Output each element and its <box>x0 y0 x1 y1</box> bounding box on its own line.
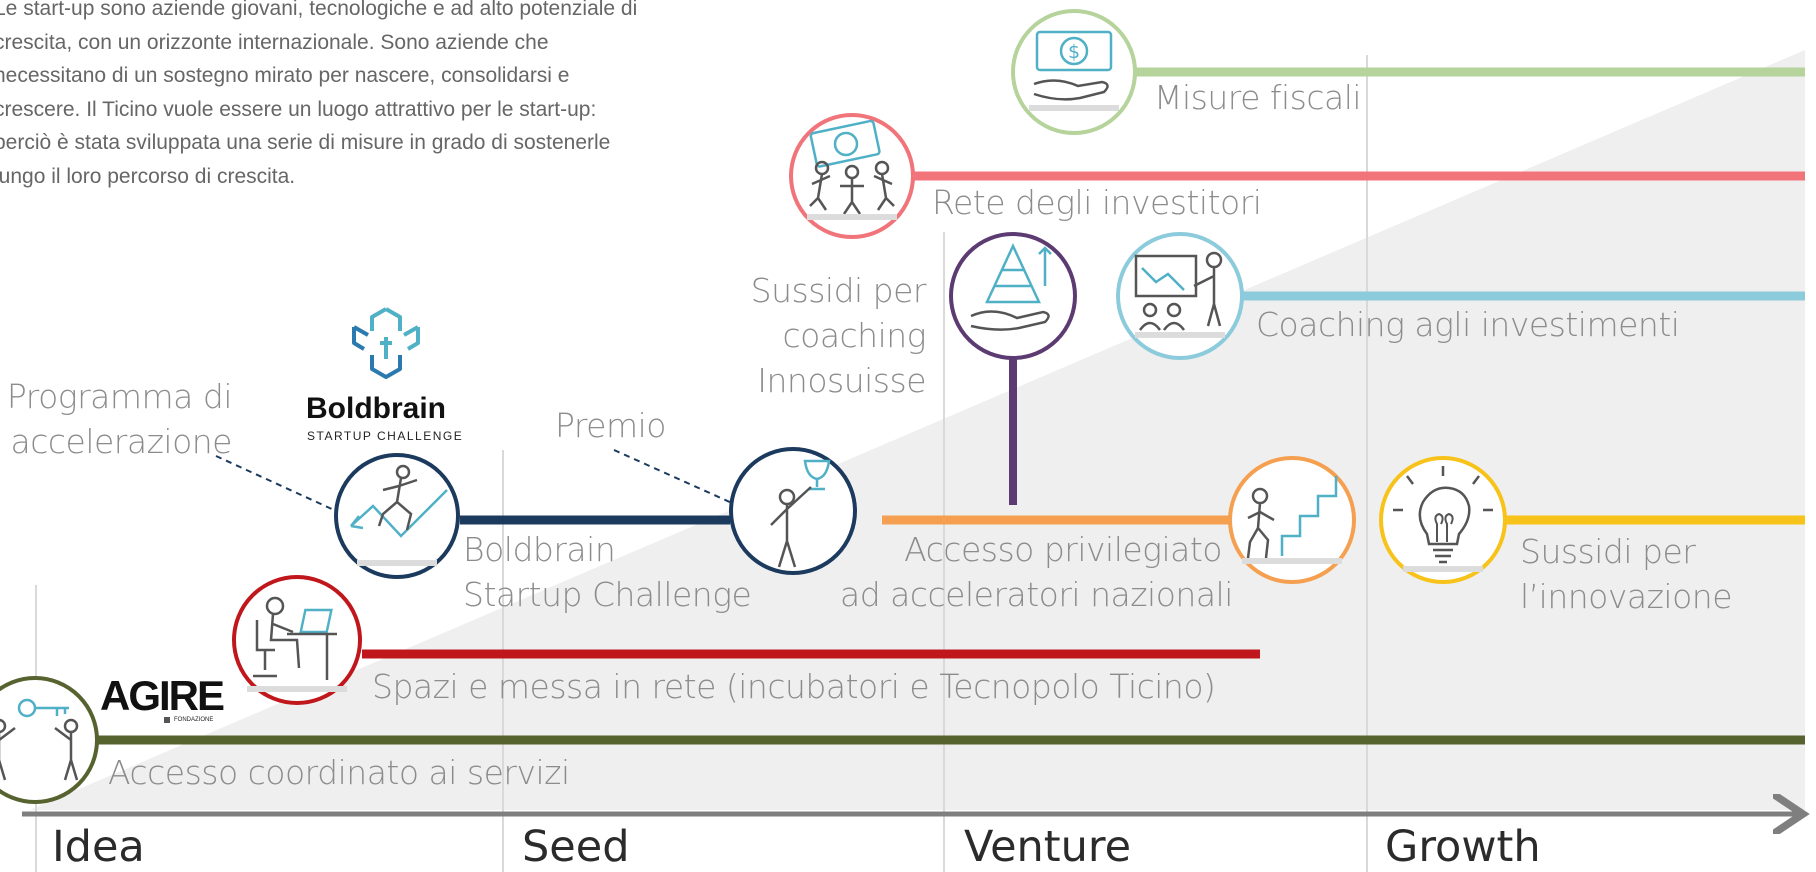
runner-growth-icon <box>334 453 460 579</box>
svg-text:$: $ <box>1068 41 1080 63</box>
sussidi-coaching-line-3: Innosuisse <box>757 361 926 400</box>
innovazione-line-1: Sussidi per <box>1520 532 1696 571</box>
spazi-label: Spazi e messa in rete (incubatori e Tecn… <box>372 667 1216 706</box>
investors-icon <box>789 113 915 239</box>
innovazione-label: Sussidi per l’innovazione <box>1520 529 1733 619</box>
stairs-icon <box>1228 456 1356 584</box>
coaching-investimenti-label: Coaching agli investimenti <box>1256 305 1680 344</box>
agire-logo: AGIRE <box>100 672 225 719</box>
sussidi-coaching-line-1: Sussidi per <box>750 271 927 310</box>
presentation-icon <box>1116 232 1244 360</box>
stage-seed: Seed <box>522 822 630 872</box>
boldbrain-label: Boldbrain Startup Challenge <box>463 527 752 617</box>
boldbrain-line-2: Startup Challenge <box>463 575 752 614</box>
sussidi-coaching-label: Sussidi per coaching Innosuisse <box>740 268 927 403</box>
agire-logo-sub: FONDAZIONE <box>174 717 214 723</box>
programma-pointer <box>215 455 335 511</box>
acceleratori-line-2: ad acceleratori nazionali <box>840 575 1233 614</box>
programma-line-1: Programma di <box>6 377 233 416</box>
accesso-label: Accesso coordinato ai servizi <box>108 753 570 792</box>
growth-wedge <box>30 50 1805 810</box>
desk-worker-icon <box>232 575 362 705</box>
trophy-person-icon <box>729 447 857 575</box>
key-people-icon <box>0 676 99 804</box>
acceleratori-label: Accesso privilegiato ad acceleratori naz… <box>840 527 1233 617</box>
agire-logo-square <box>164 717 170 723</box>
stage-idea: Idea <box>52 822 145 872</box>
stage-venture: Venture <box>964 822 1132 872</box>
intro-paragraph: Le start-up sono aziende giovani, tecnol… <box>0 0 638 188</box>
boldbrain-logo: Boldbrain <box>306 392 446 425</box>
boldbrain-logo-sub: STARTUP CHALLENGE <box>307 429 464 443</box>
stage-growth: Growth <box>1385 822 1541 872</box>
boldbrain-line-1: Boldbrain <box>463 530 616 569</box>
pyramid-hand-icon <box>949 232 1077 360</box>
innovazione-line-2: l’innovazione <box>1520 577 1733 616</box>
money-hand-icon: $ <box>1011 9 1137 135</box>
rete-investitori-label: Rete degli investitori <box>932 183 1262 222</box>
programma-accelerazione-label: Programma di accelerazione <box>0 374 233 464</box>
premio-label: Premio <box>555 406 666 445</box>
misure-fiscali-label: Misure fiscali <box>1154 78 1362 117</box>
programma-line-2: accelerazione <box>10 422 233 461</box>
acceleratori-line-1: Accesso privilegiato <box>904 530 1222 569</box>
premio-pointer <box>613 449 733 504</box>
boldbrain-logo-mark <box>352 307 420 379</box>
sussidi-coaching-line-2: coaching <box>782 316 926 355</box>
lightbulb-icon <box>1379 456 1507 584</box>
